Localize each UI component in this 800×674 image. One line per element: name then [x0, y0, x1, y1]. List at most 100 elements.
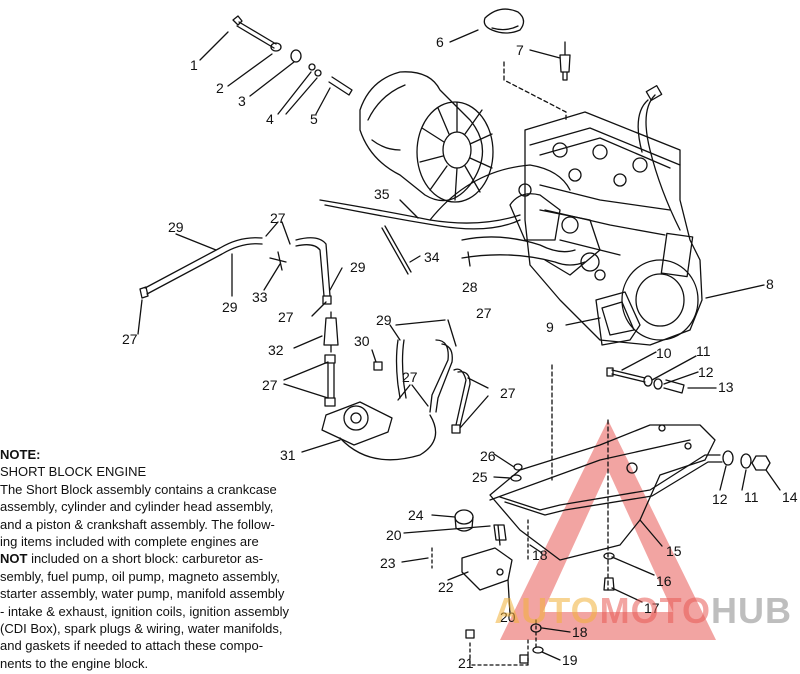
callout-30: 30: [354, 333, 370, 349]
callout-5: 5: [310, 111, 318, 127]
callout-29-left: 29: [168, 219, 184, 235]
oil-line-part: [139, 237, 332, 305]
mount-spacer-part: [663, 379, 685, 394]
note-line: nents to the engine block.: [0, 655, 149, 671]
leader-lines: [137, 29, 781, 661]
callout-12-upper: 12: [698, 364, 714, 380]
watermark-part-hub: HUB: [711, 590, 792, 631]
callout-1: 1: [190, 57, 198, 73]
callout-labels: 1 2 3 4 5 6 7 8 9 10 11 12 13 12 11 14 1…: [122, 34, 798, 671]
callout-29-hose: 29: [376, 312, 392, 328]
callout-28: 28: [462, 279, 478, 295]
ignition-lead-part: [381, 225, 412, 275]
washer-part: [270, 42, 282, 52]
callout-13: 13: [718, 379, 734, 395]
callout-11-upper: 11: [696, 343, 711, 359]
callout-18-lower: 18: [572, 624, 588, 640]
note-line: sembly, fuel pump, oil pump, magneto ass…: [0, 568, 280, 584]
callout-34: 34: [424, 249, 440, 265]
washer-part: [308, 63, 316, 71]
watermark-part-auto: AUTO: [494, 590, 600, 631]
spark-plug-wire-part: [637, 94, 681, 231]
note-line: starter assembly, water pump, manifold a…: [0, 586, 285, 602]
engine-mount-bracket-part: [489, 424, 723, 561]
note-subheading: SHORT BLOCK ENGINE: [0, 464, 147, 480]
watermark-triangle-icon: [500, 420, 716, 640]
spark-plug-part: [559, 41, 571, 81]
callout-20-lower: 20: [500, 609, 516, 625]
callout-27-hose: 27: [402, 369, 418, 385]
fuel-filter-part: [323, 311, 339, 407]
note-line: The Short Block assembly contains a cran…: [0, 481, 277, 497]
note-not-word: NOT: [0, 551, 28, 567]
choke-cable-part: [461, 254, 586, 266]
callout-19: 19: [562, 652, 578, 668]
callout-17: 17: [644, 600, 660, 616]
callout-33: 33: [252, 289, 268, 305]
carburetor-part: [509, 183, 606, 281]
callout-12-lower: 12: [712, 491, 728, 507]
callout-18-upper: 18: [532, 547, 548, 563]
throttle-cable-part: [324, 204, 521, 230]
callout-7: 7: [516, 42, 524, 58]
note-line: and a piston & crankshaft assembly. The …: [0, 516, 275, 532]
note-heading: NOTE:: [0, 447, 41, 462]
watermark-logo: AUTOMOTOHUB: [494, 590, 792, 632]
callout-27-right: 27: [500, 385, 516, 401]
note-line: (CDI Box), spark plugs & wiring, water m…: [0, 621, 283, 637]
callout-27-left: 27: [122, 331, 138, 347]
note-line: and gaskets if needed to attach these co…: [0, 638, 264, 654]
fuel-pump-part: [321, 401, 437, 461]
callout-10: 10: [656, 345, 672, 361]
short-block-note: NOTE: SHORT BLOCK ENGINE The Short Block…: [0, 446, 352, 672]
callout-22: 22: [438, 579, 454, 595]
callout-21: 21: [458, 655, 474, 671]
mount-plate-part: [461, 547, 513, 591]
callout-32: 32: [268, 342, 284, 358]
callout-27-top-right: 27: [476, 305, 492, 321]
note-line: ing items included with complete engines…: [0, 534, 259, 550]
watermark-part-moto: MOTO: [599, 590, 711, 631]
note-line-rest: included on a short block: carburetor as…: [27, 551, 264, 567]
sleeve-part: [328, 76, 353, 96]
callout-29-right: 29: [350, 259, 366, 275]
exhaust-manifold-part: [595, 291, 641, 346]
callout-27-pump: 27: [262, 377, 278, 393]
callout-8: 8: [766, 276, 774, 292]
callout-16: 16: [656, 573, 672, 589]
magneto-housing-part: [359, 71, 483, 202]
fuel-hose-part: [453, 368, 471, 427]
callout-3: 3: [238, 93, 246, 109]
callout-27-top: 27: [270, 210, 286, 226]
note-line: assembly, cylinder and cylinder head ass…: [0, 499, 274, 515]
callout-29-mid: 29: [222, 299, 238, 315]
recoil-fan-part: [416, 101, 494, 203]
callout-15: 15: [666, 543, 682, 559]
washer-part: [290, 49, 302, 63]
callout-14: 14: [782, 489, 798, 505]
callout-27-filter: 27: [278, 309, 294, 325]
callout-9: 9: [546, 319, 554, 335]
callout-35: 35: [374, 186, 390, 202]
callout-4: 4: [266, 111, 274, 127]
callout-6: 6: [436, 34, 444, 50]
callout-25: 25: [472, 469, 488, 485]
washer-part: [314, 69, 322, 77]
engine-block-part: [524, 111, 703, 346]
note-line: NOT included on a short block: carbureto…: [0, 550, 352, 567]
mount-bolt-part: [232, 15, 277, 49]
fuel-hose-part: [429, 339, 453, 413]
choke-cable-part: [461, 236, 576, 253]
callout-23: 23: [380, 555, 396, 571]
radiator-cap-part: [483, 8, 525, 34]
callout-11-lower: 11: [744, 489, 759, 505]
throttle-cable-part: [319, 199, 521, 224]
note-line: - intake & exhaust, ignition coils, igni…: [0, 603, 290, 619]
callout-24: 24: [408, 507, 424, 523]
fuel-hose-part: [395, 339, 407, 399]
callout-31: 31: [280, 447, 296, 463]
callout-26: 26: [480, 448, 496, 464]
callout-20-upper: 20: [386, 527, 402, 543]
